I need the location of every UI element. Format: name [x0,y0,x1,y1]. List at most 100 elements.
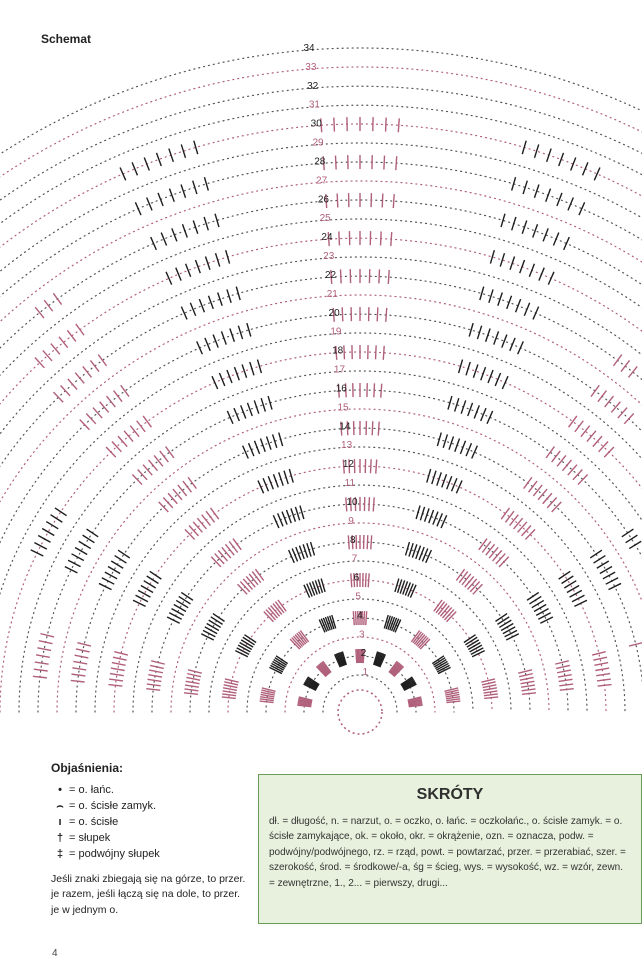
stitch-mark [110,560,124,569]
stitch-mark [505,633,520,641]
stitch-mark [445,691,460,696]
stitch-mark [511,216,517,231]
stitch-mark [120,384,130,397]
stitch-mark [434,660,448,670]
stitch-mark [52,391,64,403]
stitch-mark [570,157,577,171]
stitch-mark [471,649,486,658]
stitch-mark [497,292,503,306]
stitch-mark [598,441,609,453]
stitch-mark [229,328,236,342]
stitch-mark [146,197,153,211]
stitch-mark [346,421,349,436]
stitch-mark [305,678,319,688]
stitch-mark [485,543,496,556]
stitch-mark [348,459,351,474]
stitch-mark [500,507,511,520]
stitch-mark [402,679,415,689]
stitch-mark [407,699,422,704]
stitch-mark [320,578,326,593]
stitch-mark [473,405,480,419]
stitch-mark [529,595,542,605]
stitch-mark [561,575,574,585]
stitch-mark [78,540,92,550]
double-crochet-icon: † [56,831,64,844]
stitch-mark [494,372,502,387]
stitch-mark [379,231,382,246]
stitch-mark [397,118,400,133]
stitch-mark [410,630,421,643]
stitch-mark [157,192,164,207]
stitch-mark [381,193,384,208]
stitch-mark [314,580,321,594]
stitch-mark [401,678,415,688]
stitch-mark [349,497,352,512]
stitch-mark [289,638,301,650]
legend-row-dc: † = słupek [51,830,251,846]
stitch-mark [556,192,563,207]
stitch-mark [497,616,510,625]
stitch-mark [298,545,305,560]
stitch-mark [337,383,340,398]
stitch-mark [518,669,533,674]
stitch-mark [599,565,613,575]
stitch-mark [589,549,603,559]
stitch-mark [270,605,281,617]
stitch-mark [168,148,175,163]
stitch-mark [204,337,211,352]
chart-ring [0,313,642,544]
stitch-mark [545,148,552,163]
stitch-mark [240,405,247,419]
stitch-mark [378,653,385,668]
stitch-mark [547,271,555,285]
stitch-mark [345,497,348,512]
stitch-mark [419,506,426,521]
stitch-mark [586,430,597,443]
stitch-mark [522,180,528,195]
stitch-mark [364,573,367,588]
stitch-mark [526,591,540,601]
row-number: 19 [330,327,342,338]
stitch-mark [402,681,416,690]
stitch-mark [367,573,370,588]
stitch-mark [593,554,606,564]
stitch-mark [338,231,341,246]
stitch-mark [542,228,549,242]
stitch-mark [371,421,374,436]
row-number: 33 [305,62,317,73]
stitch-mark [77,641,92,647]
stitch-mark [305,679,318,689]
stitch-mark [578,202,586,216]
stitch-mark [407,583,414,597]
stitch-mark [37,647,52,652]
chart-ring [0,237,642,405]
stitch-mark [42,349,53,362]
stitch-mark [45,520,59,530]
crochet-chart: 1234567891011121314151617181920212223242… [0,43,642,735]
row-number: 10 [346,497,358,508]
stitch-mark [385,307,388,322]
row-number: 21 [327,289,339,300]
stitch-mark [259,438,266,452]
stitch-mark [142,415,152,428]
stitch-mark [532,224,539,238]
stitch-mark [206,622,220,632]
stitch-mark [509,514,519,527]
stitch-mark [559,683,574,687]
stitch-mark [334,155,337,170]
stitch-mark [394,578,400,593]
stitch-mark [259,700,274,704]
stitch-mark [390,663,402,675]
center-ring [337,689,383,735]
stitch-mark [182,480,193,493]
stitch-mark [303,682,317,691]
stitch-mark [203,216,209,231]
stitch-mark [146,575,159,585]
stitch-mark [249,361,255,376]
stitch-mark [596,678,611,682]
stitch-mark [400,677,414,687]
stitch-mark [555,660,569,665]
chart-ring [0,275,642,468]
stitch-mark [594,661,609,667]
stitch-mark [34,357,45,369]
